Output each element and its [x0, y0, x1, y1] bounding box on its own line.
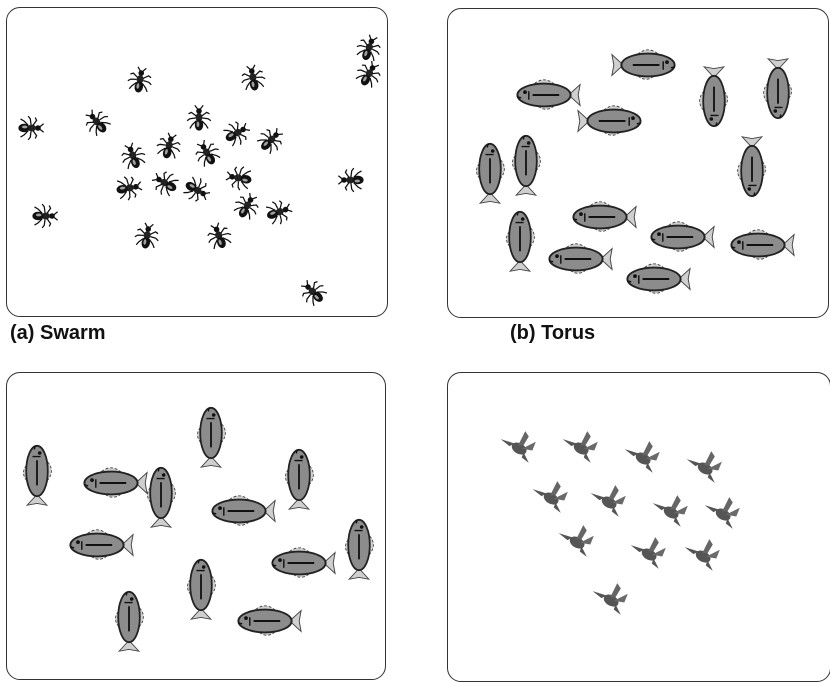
fish-icon [507, 212, 535, 271]
fish-icon [148, 468, 176, 527]
ant-icon [352, 57, 385, 91]
fish-icon [272, 548, 335, 577]
ant-icon [296, 275, 331, 310]
ant-icon [254, 123, 289, 158]
fish-icon [212, 496, 275, 525]
bird-icon [533, 481, 568, 513]
swarm-scene [7, 8, 388, 317]
fish-icon [70, 530, 133, 559]
ant-icon [190, 136, 223, 170]
fish-icon [84, 468, 147, 497]
ant-icon [263, 197, 295, 228]
ant-icon [18, 116, 43, 140]
bird-icon [501, 431, 536, 463]
ant-icon [230, 189, 263, 223]
ant-icon [148, 166, 182, 199]
ant-icon [180, 173, 214, 206]
ant-icon [115, 174, 144, 202]
fish-icon [286, 450, 314, 509]
fish-icon [346, 520, 374, 579]
ant-icon [154, 131, 184, 162]
ant-icon [80, 105, 114, 140]
fish-group-scene [7, 373, 386, 680]
fish-icon [116, 592, 144, 651]
fish-icon [513, 136, 541, 195]
ant-icon [239, 64, 267, 93]
ant-icon [133, 222, 161, 251]
bird-icon [705, 497, 740, 529]
fish-icon [738, 137, 766, 196]
fish-icon [612, 50, 675, 79]
ant-icon [220, 116, 254, 149]
bird-formation-scene [448, 373, 830, 682]
fish-icon [731, 230, 794, 259]
swarm-caption: (a) Swarm [10, 322, 106, 345]
ant-icon [32, 204, 57, 228]
torus-panel [447, 8, 829, 318]
fish-icon [578, 106, 641, 135]
fish-icon [188, 560, 216, 619]
torus-caption: (b) Torus [510, 322, 595, 345]
fish-icon [517, 80, 580, 109]
fish-icon [198, 408, 226, 467]
bird-icon [563, 431, 598, 463]
bird-icon [653, 495, 688, 527]
ant-icon [225, 164, 254, 192]
swarm-panel [6, 7, 388, 317]
fish-icon [238, 606, 301, 635]
fish-icon [477, 144, 505, 203]
ant-icon [338, 168, 363, 192]
ant-icon [354, 32, 385, 64]
bird-icon [631, 537, 666, 569]
dynamic-parallel-group-panel [6, 372, 386, 680]
bird-icon [687, 451, 722, 483]
fish-icon [700, 67, 728, 126]
ant-icon [187, 105, 211, 130]
fish-icon [627, 264, 690, 293]
ant-icon [126, 66, 154, 95]
bird-icon [685, 539, 720, 571]
fish-icon [764, 59, 792, 118]
fish-icon [24, 446, 52, 505]
torus-scene [448, 9, 829, 318]
bird-icon [593, 583, 628, 615]
bird-icon [591, 485, 626, 517]
fish-icon [651, 222, 714, 251]
fish-icon [549, 244, 612, 273]
ant-icon [204, 220, 235, 252]
highly-parallel-group-panel [447, 372, 830, 682]
bird-icon [559, 525, 594, 557]
bird-icon [625, 441, 660, 473]
ant-icon [118, 140, 149, 172]
fish-icon [573, 202, 636, 231]
